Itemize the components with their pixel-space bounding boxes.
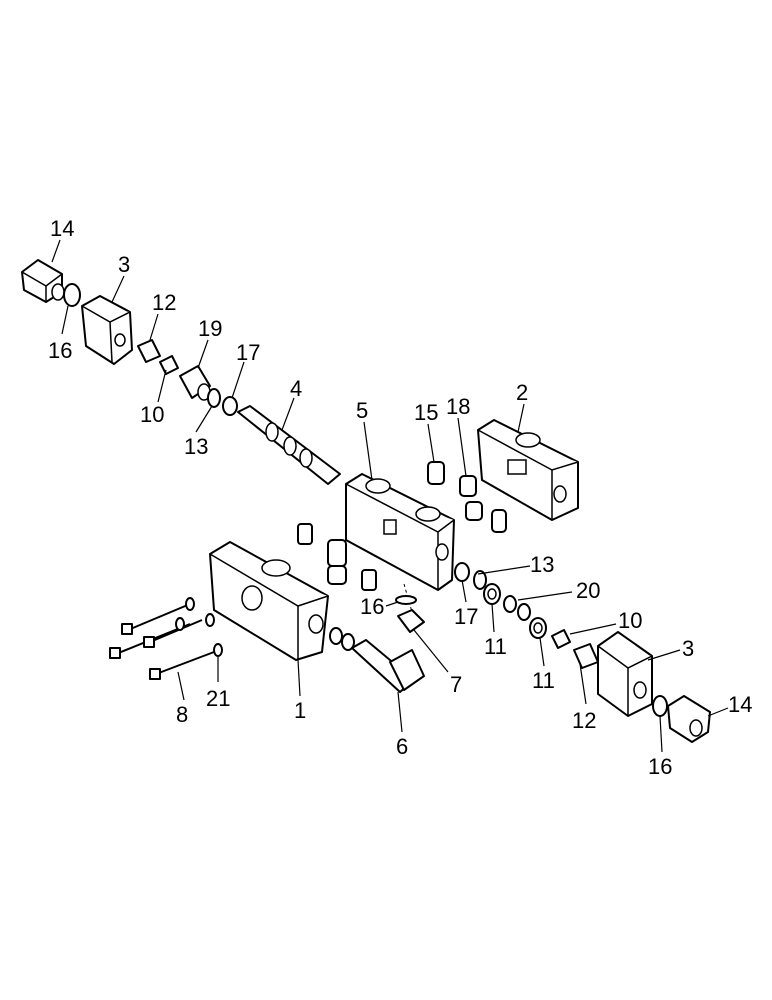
part-1-inlet-section (209, 541, 329, 661)
part-16-oring-left (63, 283, 81, 307)
leader-lines (51, 239, 729, 753)
part-13-washer-right (473, 570, 487, 590)
callout-3-left: 3 (118, 252, 130, 277)
callout-14-right: 14 (728, 692, 752, 717)
callout-8: 8 (176, 702, 188, 727)
part-14-plug-left (21, 259, 65, 303)
part-19-spring-cup (179, 365, 211, 401)
part-17-oring-left (222, 396, 238, 416)
callout-11-a: 11 (484, 634, 507, 659)
part-13-washer-left (207, 388, 221, 408)
part-10-screw-left (159, 355, 179, 375)
part-3-end-cap-left (81, 295, 133, 365)
part-11-spring-seat-b (529, 617, 547, 639)
part-2-outlet-section (477, 419, 579, 521)
part-12-pin-right (573, 643, 599, 669)
part-16-oring-middle (395, 595, 417, 605)
callout-16-right: 16 (648, 754, 672, 779)
part-17-oring-right (454, 562, 470, 582)
part-11-spring-seat-a (483, 583, 501, 605)
callout-18: 18 (446, 394, 470, 419)
callout-20: 20 (576, 578, 600, 603)
part-12-pin-left (137, 339, 161, 363)
callout-4: 4 (290, 376, 302, 401)
callout-14-top-left: 14 (50, 216, 74, 241)
callout-5: 5 (356, 398, 368, 423)
part-16-oring-right (652, 695, 668, 717)
part-6-relief-valve (329, 627, 425, 693)
part-7-check-valve (397, 583, 425, 633)
callout-1: 1 (294, 698, 306, 723)
callout-3-right: 3 (682, 636, 694, 661)
part-3-end-cap-right (597, 631, 653, 717)
callout-7: 7 (450, 672, 462, 697)
callout-16-middle: 16 (360, 594, 384, 619)
part-20-oring (503, 595, 531, 621)
callout-2: 2 (516, 380, 528, 405)
part-8-tie-bolts (109, 603, 215, 680)
part-10-screw-right (551, 629, 571, 649)
part-18-seals (459, 475, 507, 533)
callout-17-left: 17 (236, 340, 260, 365)
seal-set-left-of-5 (297, 523, 377, 591)
callout-13-left: 13 (184, 434, 208, 459)
callout-12-right: 12 (572, 708, 596, 733)
callout-21: 21 (206, 686, 230, 711)
callout-13-right: 13 (530, 552, 554, 577)
callout-12-left: 12 (152, 290, 176, 315)
callout-15: 15 (414, 400, 438, 425)
callout-19: 19 (198, 316, 222, 341)
callout-10-right: 10 (618, 608, 642, 633)
callout-16-left: 16 (48, 338, 72, 363)
part-4-spool (237, 405, 341, 485)
part-5-valve-section (345, 473, 455, 591)
callout-labels: 14 16 3 12 10 19 17 13 4 5 15 18 2 13 17… (48, 216, 752, 779)
callout-10-left: 10 (140, 402, 164, 427)
callout-6: 6 (396, 734, 408, 759)
part-15-seal (427, 461, 445, 485)
callout-11-b: 11 (532, 668, 555, 693)
part-14-plug-right (667, 695, 711, 743)
callout-17-right: 17 (454, 604, 478, 629)
